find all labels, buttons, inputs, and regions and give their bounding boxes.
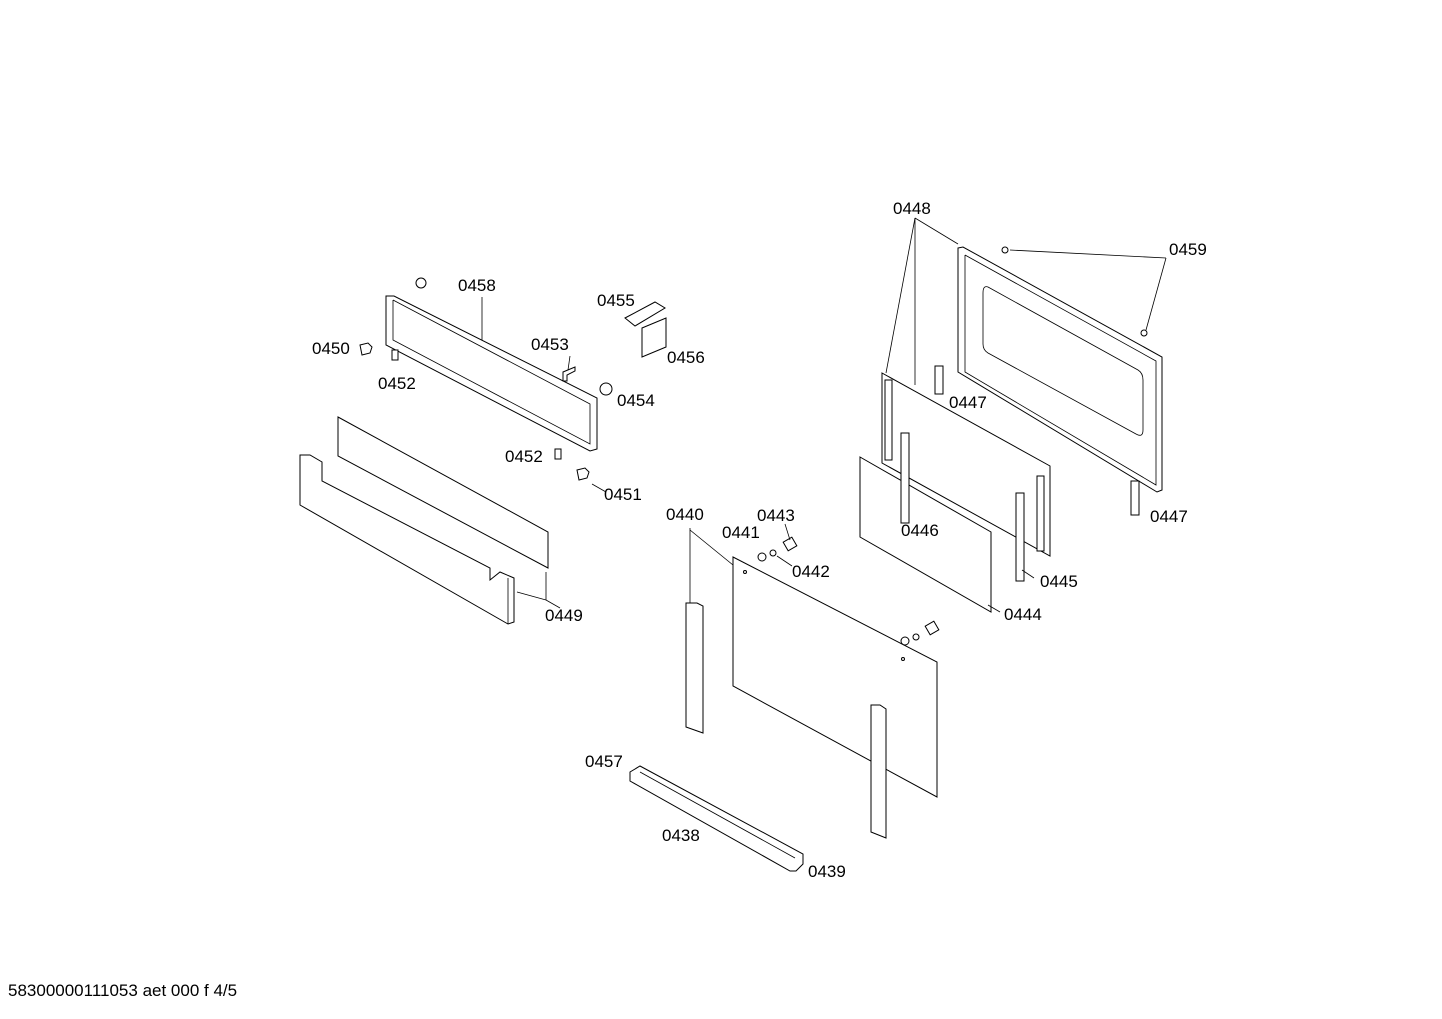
part-0446-0445-strips[interactable] (900, 432, 1025, 582)
part-0458-knob (415, 277, 427, 289)
label-0440[interactable]: 0440 (666, 505, 704, 524)
label-0445[interactable]: 0445 (1040, 572, 1078, 591)
label-0442[interactable]: 0442 (792, 562, 830, 581)
part-0451-hinge (576, 467, 590, 481)
part-0449-panel-glass[interactable] (337, 416, 549, 569)
label-0449[interactable]: 0449 (545, 606, 583, 625)
label-0457[interactable]: 0457 (585, 752, 623, 771)
part-0438-door-handle[interactable] (629, 765, 804, 872)
label-0447-b[interactable]: 0447 (1150, 507, 1188, 526)
label-0446[interactable]: 0446 (901, 521, 939, 540)
centre-fasteners[interactable] (757, 536, 940, 646)
part-0444-inner-glass[interactable] (859, 456, 992, 613)
leaders-left (481, 297, 607, 609)
leaders-centre (689, 523, 793, 603)
document-id: 58300000111053 aet 000 f 4/5 (8, 981, 238, 1000)
part-0440-door-glass[interactable] (732, 556, 938, 798)
label-0443[interactable]: 0443 (757, 506, 795, 525)
label-0452-a[interactable]: 0452 (378, 374, 416, 393)
label-0452-b[interactable]: 0452 (505, 447, 543, 466)
label-0450[interactable]: 0450 (312, 339, 350, 358)
part-0450-hinge (359, 342, 373, 356)
part-0440-side-strips[interactable] (685, 602, 887, 839)
part-0456-plate (641, 317, 667, 358)
label-0447-a[interactable]: 0447 (949, 393, 987, 412)
part-0452-clip-b (554, 448, 562, 460)
part-labels: 0448 0459 0458 0455 0450 0453 0456 0452 … (312, 199, 1207, 881)
part-0454-knob (599, 382, 613, 396)
part-0448-inner-door-frame[interactable] (957, 246, 1163, 493)
label-0458[interactable]: 0458 (458, 276, 496, 295)
label-0459[interactable]: 0459 (1169, 240, 1207, 259)
label-0438[interactable]: 0438 (662, 826, 700, 845)
part-0448-middle-glass[interactable] (881, 372, 1051, 557)
part-0455-bracket (624, 301, 666, 327)
label-0439[interactable]: 0439 (808, 862, 846, 881)
label-0441[interactable]: 0441 (722, 523, 760, 542)
part-0447-hinges[interactable] (934, 365, 1140, 516)
part-0459-screws[interactable] (1001, 246, 1148, 337)
leaders-right (885, 217, 1167, 613)
part-0453-lever (562, 366, 576, 382)
label-0454[interactable]: 0454 (617, 391, 655, 410)
part-0449-panel-trim[interactable] (299, 454, 515, 625)
label-0444[interactable]: 0444 (1004, 605, 1042, 624)
part-0452-clip-a (391, 349, 399, 361)
label-0453[interactable]: 0453 (531, 335, 569, 354)
label-0451[interactable]: 0451 (604, 485, 642, 504)
label-0448[interactable]: 0448 (893, 199, 931, 218)
part-0458-panel-frame[interactable] (385, 295, 598, 452)
label-0456[interactable]: 0456 (667, 348, 705, 367)
label-0455[interactable]: 0455 (597, 291, 635, 310)
small-parts-left[interactable] (359, 277, 667, 481)
